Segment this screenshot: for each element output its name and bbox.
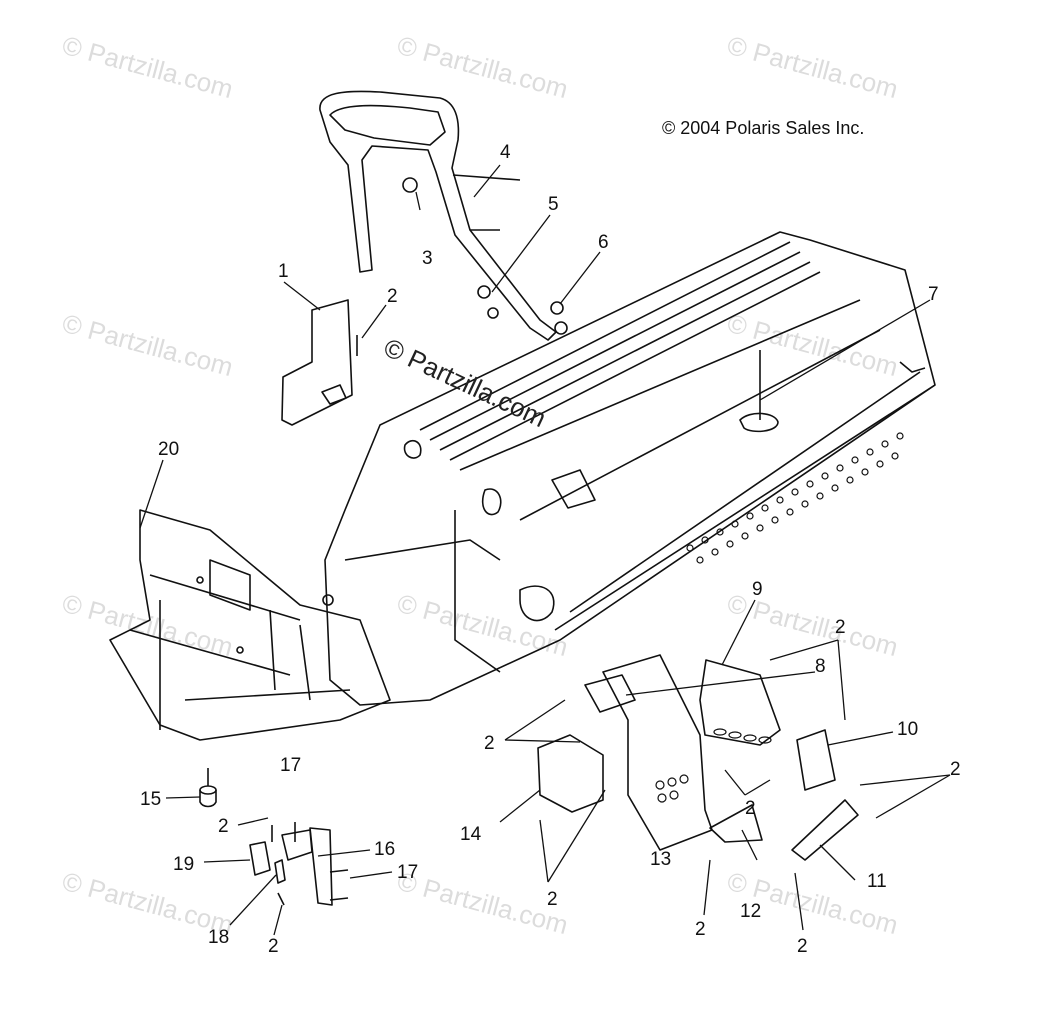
part-18-plate <box>274 859 286 884</box>
callout-12[interactable]: 12 <box>740 901 762 922</box>
callout-14[interactable]: 14 <box>460 824 482 845</box>
fastener-bolts-left <box>271 822 349 906</box>
callout-9[interactable]: 9 <box>752 579 763 600</box>
callout-7[interactable]: 7 <box>928 284 939 305</box>
callout-15[interactable]: 15 <box>140 789 162 810</box>
callout-2[interactable]: 2 <box>695 919 706 940</box>
part-20-bulkhead <box>109 509 391 741</box>
callout-2[interactable]: 2 <box>484 733 495 754</box>
callout-8[interactable]: 8 <box>815 656 826 677</box>
callout-2[interactable]: 2 <box>950 759 961 780</box>
part-14-shield <box>537 734 604 813</box>
part-11-bracket <box>791 799 859 861</box>
callout-20[interactable]: 20 <box>158 439 180 460</box>
callout-16[interactable]: 16 <box>374 839 396 860</box>
part-8-block <box>584 674 636 713</box>
part-1-panel <box>281 299 358 426</box>
part-10-cover <box>796 729 836 791</box>
callout-13[interactable]: 13 <box>650 849 672 870</box>
part-13-holes <box>655 774 689 803</box>
callout-4[interactable]: 4 <box>500 142 511 163</box>
callout-1[interactable]: 1 <box>278 261 289 282</box>
part-9-holes <box>713 728 772 744</box>
callout-17[interactable]: 17 <box>280 755 302 776</box>
callout-2[interactable]: 2 <box>835 617 846 638</box>
callout-2[interactable]: 2 <box>745 798 756 819</box>
callout-2[interactable]: 2 <box>547 889 558 910</box>
part-19-plate <box>249 841 271 876</box>
callout-10[interactable]: 10 <box>897 719 919 740</box>
callout-2[interactable]: 2 <box>218 816 229 837</box>
callout-2[interactable]: 2 <box>387 286 398 307</box>
callout-17[interactable]: 17 <box>397 862 419 883</box>
part-16-bracket <box>281 827 333 906</box>
part-7-tunnel <box>324 231 936 706</box>
copyright-notice: © 2004 Polaris Sales Inc. <box>662 118 865 138</box>
part-15-bumper <box>199 768 217 808</box>
callout-5[interactable]: 5 <box>548 194 559 215</box>
callout-6[interactable]: 6 <box>598 232 609 253</box>
callout-3[interactable]: 3 <box>422 248 433 269</box>
callout-2[interactable]: 2 <box>268 936 279 957</box>
callout-2[interactable]: 2 <box>797 936 808 957</box>
callout-11[interactable]: 11 <box>867 871 887 892</box>
leader-lines <box>139 164 951 936</box>
part-4-handle <box>319 90 568 341</box>
callout-19[interactable]: 19 <box>173 854 195 875</box>
part-9-guard <box>699 659 781 746</box>
part-13-plate <box>602 654 713 851</box>
callout-18[interactable]: 18 <box>208 927 230 948</box>
part-12-bracket <box>709 804 763 843</box>
